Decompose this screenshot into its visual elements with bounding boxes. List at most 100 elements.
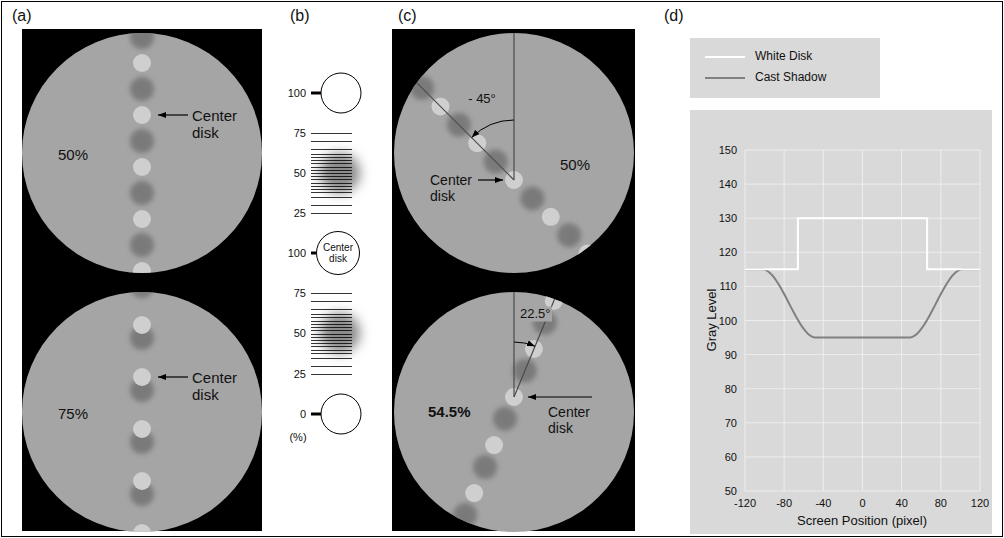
scale-value: 75 bbox=[294, 127, 306, 140]
cast-shadow bbox=[553, 263, 577, 287]
scale-line bbox=[311, 293, 352, 294]
cast-shadow bbox=[631, 297, 655, 321]
scale-value: 100 bbox=[288, 87, 306, 100]
scale-line bbox=[311, 192, 352, 193]
orientation-line bbox=[514, 212, 591, 397]
white-disk bbox=[465, 484, 483, 502]
shadow-profile bbox=[745, 269, 980, 337]
scale-line bbox=[311, 340, 352, 341]
disk-outline bbox=[321, 73, 361, 113]
white-disk bbox=[133, 262, 151, 280]
scale-value: 75 bbox=[294, 287, 306, 300]
scale-line bbox=[311, 330, 352, 331]
orientation-line bbox=[314, 0, 514, 180]
scale-value: 25 bbox=[294, 207, 306, 220]
tick-label: 120 bbox=[971, 497, 989, 510]
white-disk bbox=[133, 56, 151, 74]
cast-shadow bbox=[130, 274, 154, 298]
cast-shadow bbox=[130, 14, 154, 38]
shadow-sample bbox=[320, 313, 360, 353]
grid-line bbox=[784, 150, 785, 491]
white-disk bbox=[585, 196, 603, 214]
cast-shadow bbox=[373, 39, 397, 63]
scale-line bbox=[311, 170, 352, 171]
white-disk bbox=[133, 106, 151, 124]
pointer-arrow bbox=[528, 396, 592, 397]
scale-line bbox=[311, 337, 352, 338]
white-disk bbox=[133, 368, 151, 386]
panel-letter: (c) bbox=[398, 7, 417, 25]
cast-shadow bbox=[453, 503, 477, 527]
scale-line bbox=[311, 167, 352, 168]
white-disk bbox=[565, 244, 583, 262]
white-disk bbox=[445, 532, 463, 538]
grid-line bbox=[980, 150, 981, 491]
scale-line bbox=[311, 334, 352, 335]
scale-line bbox=[311, 154, 352, 155]
scale-line bbox=[311, 173, 352, 174]
cast-shadow bbox=[130, 129, 154, 153]
white-disk bbox=[604, 148, 622, 166]
tick-label: 150 bbox=[719, 144, 737, 157]
tick-label: 100 bbox=[719, 314, 737, 327]
scale-line bbox=[311, 163, 352, 164]
legend-sample bbox=[705, 77, 745, 79]
scale-mark bbox=[311, 92, 321, 95]
cast-shadow bbox=[130, 118, 154, 142]
white-disk bbox=[133, 472, 151, 490]
white-disk bbox=[321, 0, 339, 5]
scale-value: 0 bbox=[300, 408, 306, 421]
scale-line bbox=[311, 157, 352, 158]
disk-outline bbox=[321, 394, 361, 434]
scale-line bbox=[311, 183, 352, 184]
scale-line bbox=[311, 353, 352, 354]
scale-line bbox=[311, 205, 352, 206]
scale-value: 50 bbox=[294, 167, 306, 180]
disk-profile bbox=[745, 218, 980, 269]
axis-title: Screen Position (pixel) bbox=[797, 514, 927, 529]
white-disk bbox=[485, 436, 503, 454]
tick-label: 110 bbox=[719, 280, 737, 293]
white-disk bbox=[133, 212, 151, 230]
disk-column bbox=[263, 0, 744, 410]
plot-background bbox=[690, 110, 992, 534]
angle-label: 22.5° bbox=[519, 307, 552, 322]
white-disk bbox=[133, 54, 151, 72]
scale-line bbox=[311, 213, 352, 214]
grid-line bbox=[823, 150, 824, 491]
cast-shadow bbox=[473, 455, 497, 479]
scale-value: 100 bbox=[288, 247, 306, 260]
cast-shadow bbox=[130, 25, 154, 49]
cast-shadow bbox=[130, 66, 154, 90]
scale-line bbox=[311, 321, 352, 322]
scale-line bbox=[311, 324, 352, 325]
scale-line bbox=[311, 141, 352, 142]
scale-line bbox=[311, 160, 352, 161]
cast-shadow bbox=[592, 167, 616, 191]
tick-label: 0 bbox=[859, 497, 865, 510]
angle-label: - 45° bbox=[468, 92, 496, 107]
tick-label: 120 bbox=[719, 246, 737, 259]
tick-label: 70 bbox=[725, 416, 737, 429]
tick-label: 130 bbox=[719, 212, 737, 225]
cast-shadow bbox=[557, 223, 581, 247]
percent-label: 54.5% bbox=[428, 403, 471, 420]
scale-unit: (%) bbox=[289, 431, 306, 444]
white-disk bbox=[133, 108, 151, 126]
grid-line bbox=[745, 150, 746, 491]
pointer-label: Center disk bbox=[192, 369, 237, 404]
pointer-label: Center disk bbox=[548, 404, 590, 436]
grid-line bbox=[940, 150, 941, 491]
scale-mark bbox=[311, 413, 321, 416]
stimulus-field bbox=[22, 292, 262, 532]
legend-label: White Disk bbox=[755, 50, 812, 64]
grid-line bbox=[901, 150, 902, 491]
tick-label: 50 bbox=[725, 485, 737, 498]
white-disk bbox=[133, 524, 151, 538]
cast-shadow bbox=[337, 3, 361, 27]
disk-column bbox=[386, 71, 657, 538]
legend-box bbox=[690, 38, 880, 98]
scale-value: 25 bbox=[294, 368, 306, 381]
white-disk bbox=[542, 208, 560, 226]
